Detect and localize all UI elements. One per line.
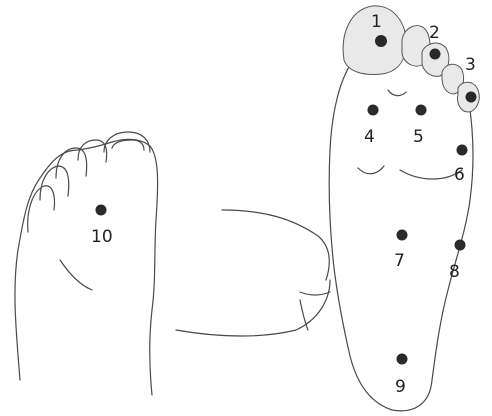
point-label-5: 5 (413, 127, 424, 147)
pressure-point-3 (466, 92, 477, 103)
point-label-2: 2 (429, 23, 440, 43)
pressure-point-9 (397, 354, 408, 365)
pressure-point-10 (96, 205, 107, 216)
point-label-10: 10 (91, 227, 113, 247)
right-foot-sole (329, 6, 479, 411)
left-foot-top (15, 132, 158, 395)
point-label-4: 4 (364, 127, 375, 147)
point-label-7: 7 (394, 251, 405, 271)
point-label-9: 9 (395, 377, 406, 397)
pressure-point-5 (416, 105, 427, 116)
pressure-point-4 (368, 105, 379, 116)
pressure-point-2 (430, 49, 441, 60)
right-leg-outline (176, 210, 330, 336)
point-label-1: 1 (371, 12, 382, 32)
point-label-3: 3 (465, 55, 476, 75)
point-label-6: 6 (454, 165, 465, 185)
pressure-point-8 (455, 240, 466, 251)
pressure-point-6 (457, 145, 468, 156)
point-labels: 1 2 3 4 5 6 7 8 9 10 (91, 12, 476, 397)
point-label-8: 8 (449, 262, 460, 282)
pressure-points (96, 35, 477, 365)
pressure-point-7 (397, 230, 408, 241)
pressure-point-1 (375, 35, 387, 47)
